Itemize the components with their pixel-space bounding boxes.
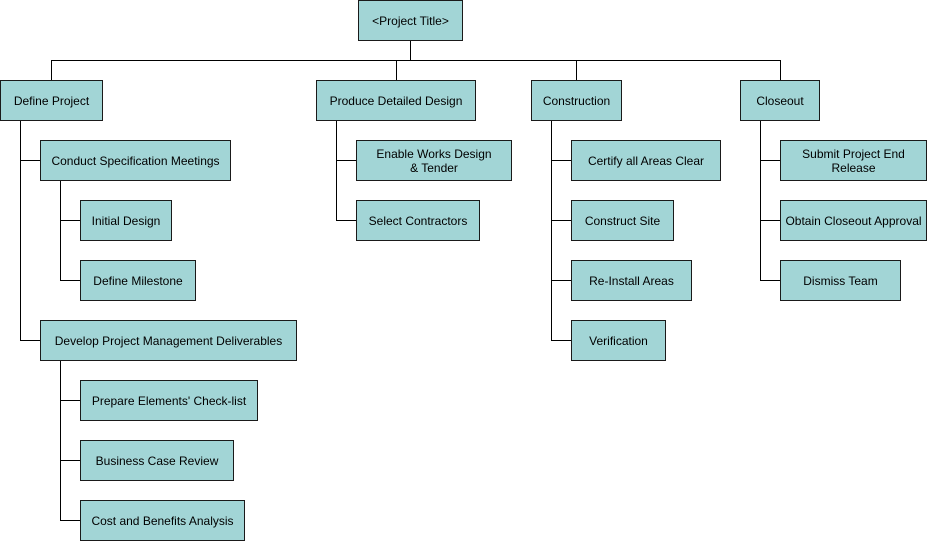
connector xyxy=(60,400,81,401)
connector xyxy=(60,220,81,221)
connector xyxy=(551,220,572,221)
connector xyxy=(60,180,61,281)
connector xyxy=(551,280,572,281)
connector xyxy=(760,120,761,281)
node-cost-benefits-analysis[interactable]: Cost and Benefits Analysis xyxy=(80,500,245,541)
node-label: Construct Site xyxy=(584,213,661,228)
node-certify-areas-clear[interactable]: Certify all Areas Clear xyxy=(571,140,721,181)
connector xyxy=(760,160,781,161)
connector xyxy=(60,360,61,521)
node-label: Closeout xyxy=(756,93,804,108)
node-label: Certify all Areas Clear xyxy=(587,153,705,168)
node-label: Conduct Specification Meetings xyxy=(51,153,220,168)
node-label: Produce Detailed Design xyxy=(329,93,463,108)
node-label: Define Project xyxy=(13,93,90,108)
node-construction[interactable]: Construction xyxy=(531,80,622,121)
node-label: Enable Works Design & Tender xyxy=(376,146,492,175)
node-label: Select Contractors xyxy=(368,213,468,228)
connector xyxy=(576,60,577,81)
node-prepare-elements-checklist[interactable]: Prepare Elements' Check-list xyxy=(80,380,258,421)
node-label: Obtain Closeout Approval xyxy=(785,213,922,228)
connector xyxy=(760,220,781,221)
connector xyxy=(551,120,552,341)
connector xyxy=(51,60,52,81)
connector xyxy=(410,40,411,61)
connector xyxy=(336,220,357,221)
connector xyxy=(51,60,781,61)
node-enable-works-design[interactable]: Enable Works Design & Tender xyxy=(356,140,512,181)
node-closeout[interactable]: Closeout xyxy=(740,80,820,121)
node-label: <Project Title> xyxy=(372,13,449,28)
connector xyxy=(760,280,781,281)
connector xyxy=(336,160,357,161)
node-label: Submit Project End Release xyxy=(802,146,905,175)
node-label: Define Milestone xyxy=(93,273,183,288)
node-business-case-review[interactable]: Business Case Review xyxy=(80,440,234,481)
node-label: Prepare Elements' Check-list xyxy=(91,393,247,408)
connector xyxy=(20,340,41,341)
connector xyxy=(60,280,81,281)
node-project-title[interactable]: <Project Title> xyxy=(358,0,463,41)
connector xyxy=(551,340,572,341)
node-label: Construction xyxy=(542,93,611,108)
node-label: Re-Install Areas xyxy=(589,273,674,288)
connector xyxy=(20,120,21,341)
node-select-contractors[interactable]: Select Contractors xyxy=(356,200,480,241)
node-produce-detailed-design[interactable]: Produce Detailed Design xyxy=(316,80,476,121)
node-label: Develop Project Management Deliverables xyxy=(54,333,283,348)
connector xyxy=(60,460,81,461)
node-dismiss-team[interactable]: Dismiss Team xyxy=(780,260,901,301)
node-define-milestone[interactable]: Define Milestone xyxy=(80,260,196,301)
node-label: Dismiss Team xyxy=(803,273,878,288)
node-label: Cost and Benefits Analysis xyxy=(91,513,234,528)
node-submit-project-end-release[interactable]: Submit Project End Release xyxy=(780,140,927,181)
node-obtain-closeout-approval[interactable]: Obtain Closeout Approval xyxy=(780,200,927,241)
connector xyxy=(60,520,81,521)
node-conduct-specification-meetings[interactable]: Conduct Specification Meetings xyxy=(40,140,231,181)
node-verification[interactable]: Verification xyxy=(571,320,666,361)
node-construct-site[interactable]: Construct Site xyxy=(571,200,674,241)
node-reinstall-areas[interactable]: Re-Install Areas xyxy=(571,260,692,301)
connector xyxy=(780,60,781,81)
node-initial-design[interactable]: Initial Design xyxy=(80,200,172,241)
connector xyxy=(336,120,337,221)
node-develop-pm-deliverables[interactable]: Develop Project Management Deliverables xyxy=(40,320,297,361)
node-label: Verification xyxy=(589,333,648,348)
node-define-project[interactable]: Define Project xyxy=(0,80,103,121)
connector xyxy=(20,160,41,161)
connector xyxy=(396,60,397,81)
node-label: Business Case Review xyxy=(95,453,219,468)
connector xyxy=(551,160,572,161)
node-label: Initial Design xyxy=(91,213,161,228)
